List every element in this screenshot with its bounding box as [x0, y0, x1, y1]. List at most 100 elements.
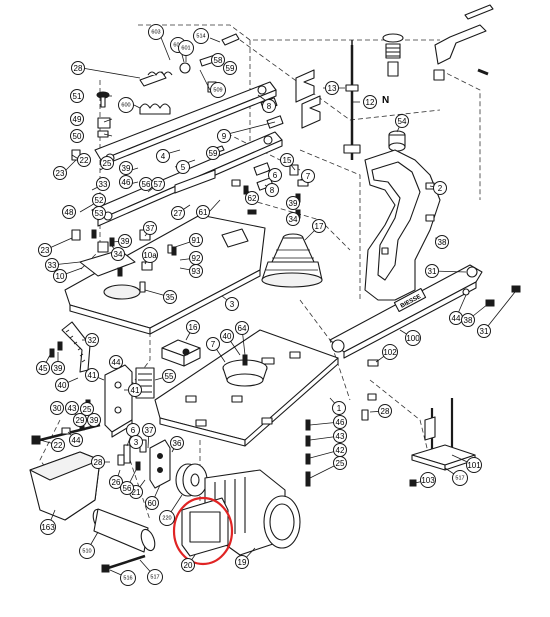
callout-label: 46	[122, 178, 131, 187]
callout-circle	[206, 337, 220, 351]
callout-circle	[220, 329, 234, 343]
callout-circle	[333, 456, 347, 470]
callout-17: 17	[312, 219, 326, 233]
callout-circle	[71, 61, 85, 75]
callout-28a: 28	[71, 61, 85, 75]
callout-37b: 37	[142, 423, 156, 437]
callout-label: 34	[289, 215, 298, 224]
callout-circle	[53, 269, 67, 283]
callout-circle	[128, 383, 142, 397]
callout-32: 32	[85, 333, 99, 347]
callout-circle	[181, 558, 195, 572]
callout-circle	[452, 470, 468, 486]
callout-label: 22	[80, 156, 89, 165]
callout-label: 51	[73, 92, 82, 101]
callout-93: 93	[189, 264, 203, 278]
north-label: N	[382, 95, 389, 106]
callout-label: 3	[134, 438, 139, 447]
callout-circle	[286, 212, 300, 226]
arm-100: BIESSE	[329, 264, 483, 359]
callout-circle	[109, 355, 123, 369]
callout-23a: 23	[53, 166, 67, 180]
callout-4: 4	[156, 149, 170, 163]
callout-50: 50	[70, 129, 84, 143]
callout-label: 23	[56, 169, 65, 178]
stop-bolt-22	[31, 423, 101, 445]
callout-circle	[145, 496, 159, 510]
callout-label: 41	[88, 371, 97, 380]
callout-layer: 6036026015145859509286005149508131295954…	[36, 24, 491, 586]
callout-64: 64	[235, 321, 249, 335]
screw-517	[101, 554, 146, 573]
callout-41a: 41	[85, 368, 99, 382]
callout-circle	[193, 28, 209, 44]
callout-44c: 44	[69, 433, 83, 447]
callout-62: 62	[245, 191, 259, 205]
callout-7b: 7	[206, 337, 220, 351]
callout-label: 19	[238, 558, 247, 567]
callout-label: 3	[230, 300, 235, 309]
callout-label: 33	[99, 180, 108, 189]
callout-circle	[333, 429, 347, 443]
callout-label: 58	[214, 56, 223, 65]
callout-59b: 59	[206, 146, 220, 160]
callout-circle	[55, 378, 69, 392]
callout-label: 31	[428, 267, 437, 276]
callout-517a: 517	[452, 470, 468, 486]
callout-54: 54	[395, 114, 409, 128]
callout-circle	[96, 177, 110, 191]
callout-label: 53	[95, 209, 104, 218]
callout-10a: 10a	[142, 247, 158, 263]
callout-label: 28	[381, 407, 390, 416]
callout-circle	[92, 206, 106, 220]
callout-circle	[45, 258, 59, 272]
pulley-21	[175, 463, 208, 497]
callout-label: 42	[336, 446, 345, 455]
callout-61: 61	[196, 205, 210, 219]
callout-label: 22	[54, 441, 63, 450]
callout-label: 44	[72, 436, 81, 445]
callout-label: 13	[328, 84, 337, 93]
callout-label: 603	[151, 30, 160, 36]
callout-40a: 40	[220, 329, 234, 343]
callout-circle	[142, 423, 156, 437]
callout-1: 1	[332, 401, 346, 415]
callout-label: 101	[467, 461, 481, 470]
callout-label: 9	[222, 132, 227, 141]
callout-33a: 33	[96, 177, 110, 191]
callout-circle	[280, 153, 294, 167]
callout-circle	[189, 233, 203, 247]
callout-label: 6	[273, 171, 278, 180]
callout-100: 100	[405, 330, 421, 346]
callout-label: 2	[438, 184, 443, 193]
spindle-12	[343, 40, 361, 160]
callout-label: 62	[248, 194, 257, 203]
callout-label: 64	[238, 324, 247, 333]
callout-label: 7	[211, 340, 216, 349]
callout-56a: 56	[139, 177, 153, 191]
callout-2: 2	[433, 181, 447, 195]
callout-label: 28	[94, 458, 103, 467]
callout-label: 40	[223, 332, 232, 341]
callout-label: 514	[196, 34, 205, 40]
callout-39e: 39	[87, 413, 101, 427]
callout-circle	[382, 344, 398, 360]
callout-circle	[118, 234, 132, 248]
callout-37a: 37	[143, 221, 157, 235]
callout-circle	[143, 221, 157, 235]
callout-circle	[85, 333, 99, 347]
callout-44a: 44	[449, 311, 463, 325]
callout-circle	[262, 99, 276, 113]
callout-6b: 6	[126, 423, 140, 437]
callout-8a: 8	[262, 99, 276, 113]
callout-label: 43	[336, 432, 345, 441]
callout-31b: 31	[477, 324, 491, 338]
callout-56b: 56	[120, 481, 134, 495]
callout-circle	[40, 519, 56, 535]
callout-circle	[325, 81, 339, 95]
callout-42: 42	[333, 443, 347, 457]
callout-46b: 46	[333, 415, 347, 429]
callout-58: 58	[211, 53, 225, 67]
callout-circle	[395, 114, 409, 128]
callout-circle	[70, 89, 84, 103]
